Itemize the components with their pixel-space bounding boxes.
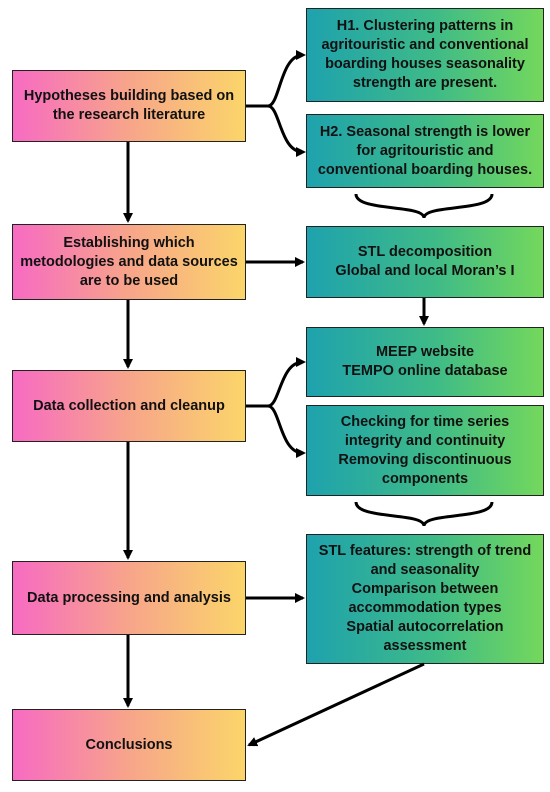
detail-checking: Checking for time series integrity and c… [306, 405, 544, 496]
detail-features-text: STL features: strength of trend and seas… [318, 543, 532, 654]
brace-collection [354, 501, 494, 527]
arrowhead-h2 [296, 147, 306, 157]
step-data-processing: Data processing and analysis [12, 561, 246, 635]
step-methodology-label: Establishing which metodologies and data… [20, 234, 238, 289]
detail-h1: H1. Clustering patterns in agritouristic… [306, 8, 544, 102]
branch-hypotheses [246, 53, 304, 154]
step-hypotheses: Hypotheses building based on the researc… [12, 70, 246, 142]
branch-collection [246, 360, 304, 455]
step-data-collection-label: Data collection and cleanup [33, 397, 225, 414]
detail-h2: H2. Seasonal strength is lower for agrit… [306, 114, 544, 188]
arrow-features-to-conclusions [247, 662, 425, 747]
step-data-processing-label: Data processing and analysis [27, 589, 231, 606]
detail-h2-text: H2. Seasonal strength is lower for agrit… [317, 123, 533, 178]
detail-data-sources: MEEP website TEMPO online database [306, 327, 544, 397]
detail-h1-text: H1. Clustering patterns in agritouristic… [321, 18, 529, 91]
step-hypotheses-label: Hypotheses building based on the researc… [23, 88, 235, 123]
brace-hypotheses [354, 193, 494, 219]
detail-checking-text: Checking for time series integrity and c… [338, 413, 512, 487]
step-conclusions: Conclusions [12, 709, 246, 781]
step-conclusions-label: Conclusions [85, 736, 173, 753]
step-methodology: Establishing which metodologies and data… [12, 224, 246, 300]
step-data-collection: Data collection and cleanup [12, 370, 246, 442]
detail-features: STL features: strength of trend and seas… [306, 534, 544, 664]
arrowhead-sources [296, 357, 306, 367]
arrowhead-h1 [296, 50, 306, 60]
detail-data-sources-text: MEEP website TEMPO online database [342, 344, 508, 379]
arrowhead-checking [296, 448, 306, 458]
detail-stl-text: STL decomposition Global and local Moran… [335, 244, 515, 279]
detail-stl: STL decomposition Global and local Moran… [306, 226, 544, 298]
